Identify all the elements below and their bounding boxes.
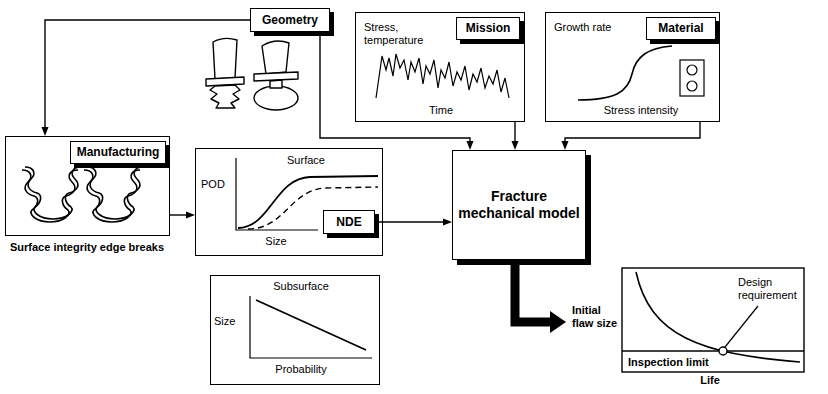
specimen-hole: [687, 81, 697, 91]
chart-label: Time: [416, 104, 466, 117]
connector-arrow: [45, 20, 250, 127]
fracture-model-box: Fracture mechanical model: [452, 150, 586, 260]
chart-label: Stress intensity: [591, 104, 691, 117]
connector-arrow: [565, 122, 700, 141]
mission-chart-panel: Stress, temperatureTime Mission: [355, 12, 525, 122]
blade-airfoil: [213, 38, 237, 79]
subsurface-axes: [250, 296, 372, 358]
chart-label: Stress, temperature: [364, 21, 436, 47]
life-curve: [636, 272, 800, 362]
manufacturing-label-box: Manufacturing: [70, 141, 166, 164]
connector-arrow: [320, 32, 470, 141]
material-chart-panel: Growth rateStress intensity Material: [545, 12, 720, 122]
disk-blade-platform: [254, 72, 298, 81]
box-label: Mission: [466, 21, 511, 35]
chart-label: Life: [690, 374, 730, 387]
connector-arrow: [170, 214, 186, 215]
pod-chart-panel: SurfacePOD Size NDE: [195, 148, 383, 256]
life-plot-frame: [622, 268, 804, 372]
subsurface-line: [256, 300, 366, 350]
material-label-box: Material: [646, 17, 716, 40]
blade-platform: [206, 77, 244, 86]
connector-arrow: [514, 122, 515, 141]
blade-root: [210, 85, 240, 108]
chart-label: Inspection limit: [628, 356, 728, 369]
result-arrow: [515, 260, 550, 322]
subsurface-chart-panel: SubsurfaceSizeProbability: [210, 275, 380, 385]
box-label: Geometry: [262, 13, 318, 27]
chart-label: Surface integrity edge breaks: [6, 241, 168, 254]
chart-label: Initial flaw size: [572, 304, 622, 330]
mission-label-box: Mission: [456, 17, 520, 40]
design-requirement-leader: [725, 306, 758, 347]
chart-label: Subsurface: [256, 280, 346, 293]
box-label: Fracture mechanical model: [457, 188, 581, 222]
pod-curve-dashed: [248, 187, 378, 229]
box-label: Material: [658, 21, 703, 35]
connector-group: [45, 20, 700, 322]
fir-tree-slot-inner: [87, 167, 143, 219]
disk-segment: [254, 86, 298, 110]
life-chart: Initial flaw size Design requirementInspe…: [566, 266, 806, 390]
chart-label: Design requirement: [738, 276, 800, 302]
specimen-hole: [687, 65, 697, 75]
disk-neck: [270, 80, 282, 88]
chart-label: Size: [214, 315, 248, 328]
box-label: NDE: [336, 215, 361, 229]
inspection-limit-line: [622, 350, 804, 351]
chart-label: Probability: [251, 363, 351, 376]
chart-label: Growth rate: [554, 21, 634, 34]
connector-arrow: [375, 221, 443, 222]
mission-signal: [376, 54, 509, 98]
geometry-label-box: Geometry: [250, 8, 330, 32]
chart-label: Surface: [280, 154, 332, 167]
box-label: Manufacturing: [77, 145, 160, 159]
chart-label: Size: [254, 235, 298, 248]
chart-label: POD: [201, 178, 231, 191]
disk-blade-airfoil: [262, 41, 289, 74]
manufacturing-panel: Surface integrity edge breaksManufacturi…: [5, 136, 170, 236]
fir-tree-slot-inner: [25, 167, 81, 219]
design-point-marker: [719, 347, 727, 355]
test-specimen-icon: [680, 60, 704, 96]
growth-rate-curve: [578, 46, 672, 100]
nde-label-box: NDE: [323, 210, 375, 234]
